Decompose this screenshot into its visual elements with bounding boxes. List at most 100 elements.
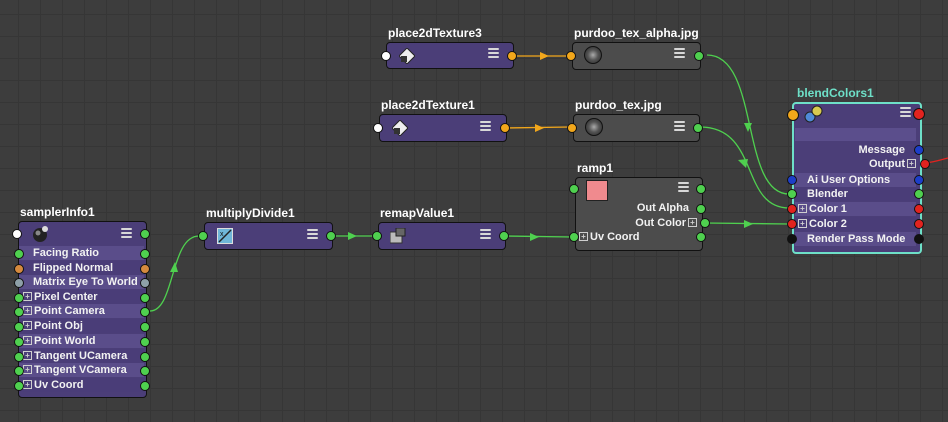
expand-icon[interactable]: + (23, 380, 32, 389)
output-port[interactable] (140, 337, 150, 347)
output-port[interactable] (140, 352, 150, 362)
node-menu-icon[interactable] (900, 107, 911, 118)
expand-icon[interactable]: + (23, 365, 32, 374)
input-port[interactable] (14, 381, 24, 391)
input-port[interactable] (14, 337, 24, 347)
attr-point-camera[interactable]: +Point Camera (19, 304, 144, 318)
input-port[interactable] (787, 204, 797, 214)
input-port[interactable] (14, 366, 24, 376)
input-port[interactable] (567, 123, 577, 133)
output-port[interactable] (507, 51, 517, 61)
output-port[interactable] (140, 307, 150, 317)
output-port[interactable] (140, 229, 150, 239)
output-port[interactable] (140, 381, 150, 391)
node-name-field[interactable] (795, 128, 916, 141)
attr-tangent-vcamera[interactable]: +Tangent VCamera (19, 363, 144, 377)
input-port[interactable] (566, 51, 576, 61)
attr-flipped-normal[interactable]: Flipped Normal (19, 261, 144, 275)
expand-icon[interactable]: + (23, 321, 32, 330)
attr-point-world[interactable]: +Point World (19, 334, 144, 348)
node-menu-icon[interactable] (488, 48, 499, 59)
output-port[interactable] (140, 249, 150, 259)
output-port[interactable] (326, 231, 336, 241)
attr-color-2[interactable]: +Color 2 (795, 217, 916, 231)
expand-icon[interactable]: + (23, 351, 32, 360)
node-menu-icon[interactable] (674, 121, 685, 132)
node-body[interactable] (575, 177, 703, 251)
input-port[interactable] (373, 123, 383, 133)
output-port[interactable] (700, 218, 710, 228)
output-port[interactable] (914, 204, 924, 214)
output-port[interactable] (694, 51, 704, 61)
output-port[interactable] (914, 175, 924, 185)
output-port[interactable] (914, 145, 924, 155)
attr-out-color[interactable]: Out Color+ (576, 216, 697, 230)
input-port[interactable] (787, 189, 797, 199)
output-port[interactable] (914, 189, 924, 199)
node-menu-icon[interactable] (678, 182, 689, 193)
input-port[interactable] (14, 293, 24, 303)
expand-icon[interactable]: + (907, 159, 916, 168)
output-port[interactable] (914, 219, 924, 229)
output-port[interactable] (913, 108, 925, 120)
node-menu-icon[interactable] (480, 121, 491, 132)
attr-uv-coord[interactable]: +Uv Coord (576, 230, 700, 244)
attr-pixel-center[interactable]: +Pixel Center (19, 290, 144, 304)
input-port[interactable] (569, 232, 579, 242)
attr-output[interactable]: Output+ (795, 157, 916, 171)
output-port[interactable] (499, 231, 509, 241)
expand-icon[interactable]: + (798, 204, 807, 213)
expand-icon[interactable]: + (23, 336, 32, 345)
input-port[interactable] (787, 219, 797, 229)
output-port[interactable] (140, 264, 150, 274)
input-port[interactable] (12, 229, 22, 239)
input-port[interactable] (14, 264, 24, 274)
expand-icon[interactable]: + (23, 292, 32, 301)
expand-icon[interactable]: + (579, 232, 588, 241)
attr-color-1[interactable]: +Color 1 (795, 202, 916, 216)
attr-matrix-eye-to-world[interactable]: Matrix Eye To World (19, 275, 144, 289)
output-port[interactable] (140, 322, 150, 332)
wire-remapvalue-to-ramp[interactable] (504, 235, 574, 238)
output-port[interactable] (914, 234, 924, 244)
attr-point-obj[interactable]: +Point Obj (19, 319, 144, 333)
attr-blender[interactable]: Blender (795, 187, 916, 201)
input-port[interactable] (381, 51, 391, 61)
output-port[interactable] (696, 184, 706, 194)
output-port[interactable] (140, 366, 150, 376)
wire-tex-to-color1[interactable] (699, 126, 790, 209)
attr-out-alpha[interactable]: Out Alpha (636, 202, 689, 214)
output-port[interactable] (696, 232, 706, 242)
input-port[interactable] (787, 234, 797, 244)
input-port[interactable] (14, 278, 24, 288)
output-port[interactable] (140, 293, 150, 303)
output-port[interactable] (696, 204, 706, 214)
node-menu-icon[interactable] (480, 229, 491, 240)
attr-message[interactable]: Message (858, 144, 905, 156)
input-port[interactable] (14, 352, 24, 362)
expand-icon[interactable]: + (23, 306, 32, 315)
output-port[interactable] (693, 123, 703, 133)
input-port[interactable] (14, 307, 24, 317)
input-port[interactable] (198, 231, 208, 241)
output-port[interactable] (140, 278, 150, 288)
input-port[interactable] (14, 249, 24, 259)
expand-icon[interactable]: + (688, 218, 697, 227)
attr-uv-coord[interactable]: +Uv Coord (19, 378, 144, 392)
attr-ai-user-options[interactable]: Ai User Options (795, 173, 916, 187)
output-port[interactable] (920, 159, 930, 169)
input-port[interactable] (569, 184, 579, 194)
attr-render-pass-mode[interactable]: Render Pass Mode (795, 232, 916, 246)
attr-tangent-ucamera[interactable]: +Tangent UCamera (19, 349, 144, 363)
node-menu-icon[interactable] (121, 228, 132, 239)
attr-facing-ratio[interactable]: Facing Ratio (19, 246, 144, 260)
wire-point-camera-to-multiplydivide[interactable] (149, 235, 200, 312)
output-port[interactable] (500, 123, 510, 133)
input-port[interactable] (372, 231, 382, 241)
expand-icon[interactable]: + (798, 219, 807, 228)
input-port[interactable] (787, 175, 797, 185)
node-menu-icon[interactable] (307, 229, 318, 240)
node-menu-icon[interactable] (674, 48, 685, 59)
input-port[interactable] (14, 322, 24, 332)
input-port[interactable] (787, 109, 799, 121)
